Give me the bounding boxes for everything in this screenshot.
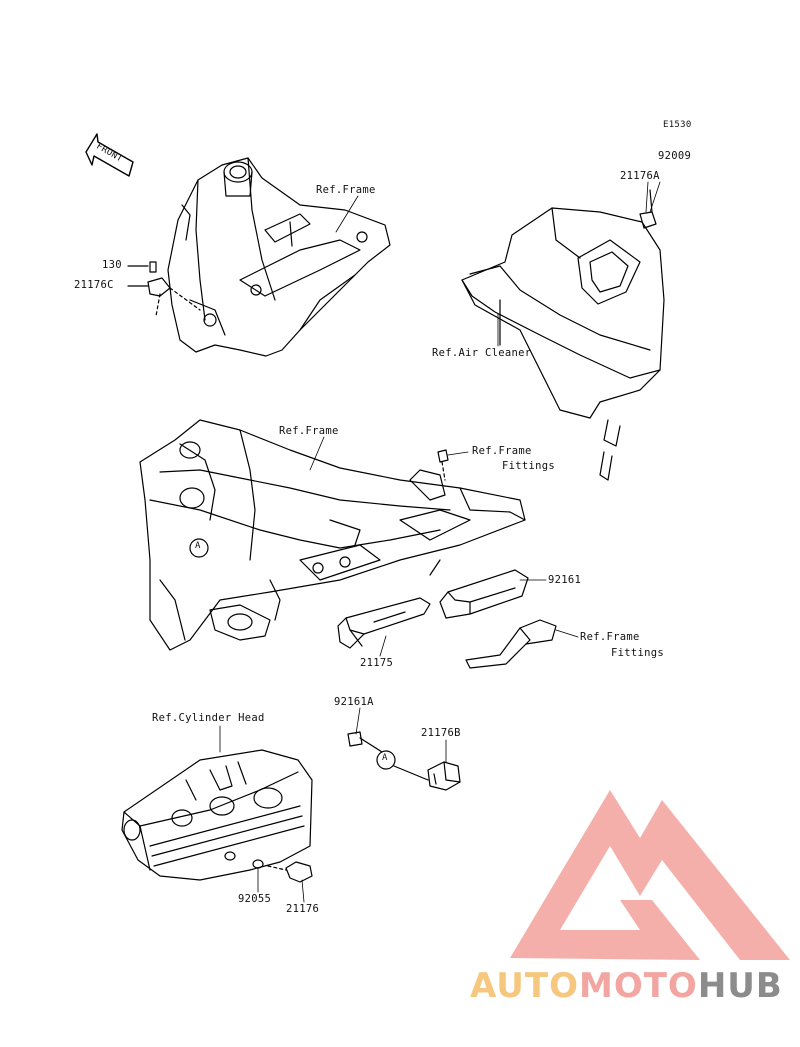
front-arrow-icon bbox=[85, 133, 134, 177]
label-ref-cylinder-head: Ref.Cylinder Head bbox=[152, 712, 265, 724]
upper-frame-drawing bbox=[167, 157, 391, 357]
guard-92161-drawing bbox=[439, 569, 529, 619]
watermark-logo-icon bbox=[510, 790, 790, 960]
label-21175: 21175 bbox=[360, 657, 394, 669]
label-ref-frame-fittings-upper-2: Fittings bbox=[502, 460, 555, 472]
sensor-21176c-drawing bbox=[127, 261, 201, 317]
air-cleaner-drawing bbox=[461, 189, 665, 481]
frame-fitting-bolt-drawing bbox=[437, 449, 449, 481]
callout-a-circle-frame bbox=[189, 538, 209, 558]
label-ref-frame-fittings-lower-1: Ref.Frame bbox=[580, 631, 640, 643]
bracket-fittings-drawing bbox=[465, 619, 557, 669]
callout-a-frame-label: A bbox=[195, 541, 201, 551]
label-21176: 21176 bbox=[286, 903, 320, 915]
main-frame-drawing bbox=[139, 419, 526, 651]
label-92009: 92009 bbox=[658, 150, 692, 162]
sensor-21176-drawing bbox=[252, 859, 313, 883]
watermark-logo-text: AUTOMOTOHUB bbox=[470, 966, 783, 1006]
leader-lines bbox=[219, 181, 661, 903]
sensor-21176b-drawing bbox=[347, 731, 461, 791]
callout-a-circle-sensor bbox=[376, 750, 396, 770]
diagram-code: E1530 bbox=[663, 120, 692, 130]
guard-21175-drawing bbox=[337, 597, 431, 649]
watermark-auto: AUTO bbox=[470, 966, 579, 1006]
watermark-moto: MOTO bbox=[578, 966, 698, 1006]
label-ref-frame-upper: Ref.Frame bbox=[316, 184, 376, 196]
cylinder-head-drawing bbox=[121, 749, 313, 881]
watermark-hub: HUB bbox=[697, 966, 783, 1006]
label-21176a: 21176A bbox=[620, 170, 660, 182]
label-ref-air-cleaner: Ref.Air Cleaner bbox=[432, 347, 532, 359]
label-21176b: 21176B bbox=[421, 727, 461, 739]
label-92161: 92161 bbox=[548, 574, 582, 586]
label-92161a: 92161A bbox=[334, 696, 374, 708]
label-ref-frame-fittings-upper-1: Ref.Frame bbox=[472, 445, 532, 457]
label-ref-frame-main: Ref.Frame bbox=[279, 425, 339, 437]
label-92055: 92055 bbox=[238, 893, 272, 905]
label-ref-frame-fittings-lower-2: Fittings bbox=[611, 647, 664, 659]
label-21176c: 21176C bbox=[74, 279, 114, 291]
callout-a-sensor-label: A bbox=[382, 753, 388, 763]
label-130: 130 bbox=[102, 259, 122, 271]
